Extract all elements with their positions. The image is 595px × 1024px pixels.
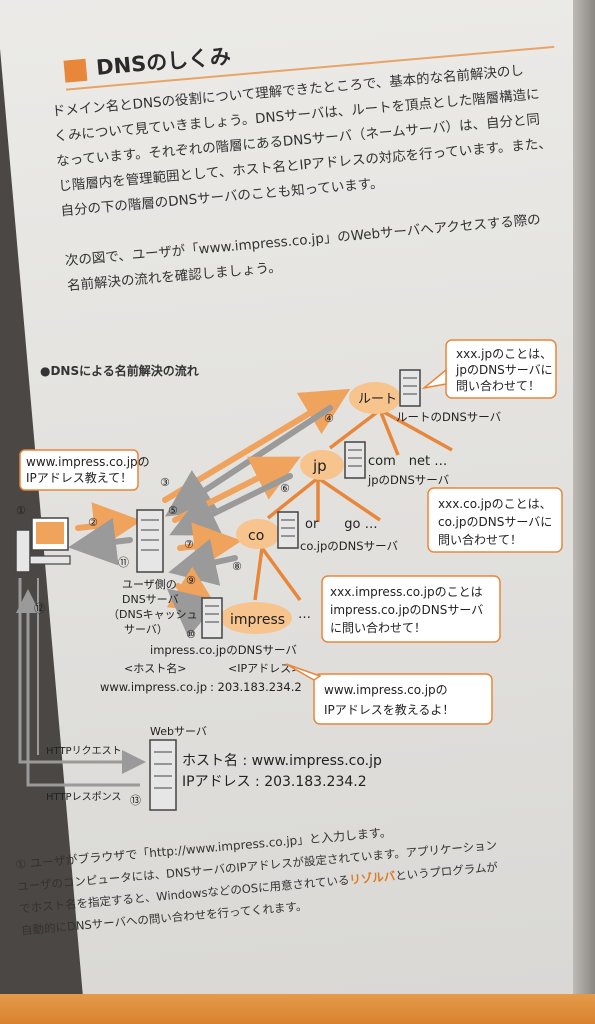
bubble-line: xxx.impress.co.jpのことは bbox=[330, 585, 483, 599]
http-request-label: HTTPリクエスト bbox=[46, 745, 122, 757]
step-number: ④ bbox=[324, 412, 334, 425]
cache-server-label-line: サーバ） bbox=[124, 623, 168, 636]
step-number: ⑫ bbox=[34, 602, 45, 615]
query-arrows bbox=[68, 388, 351, 638]
web-server-ip: IPアドレス : 203.183.234.2 bbox=[182, 774, 367, 790]
bubble-line: IPアドレス教えて！ bbox=[26, 470, 132, 485]
co-siblings: or go … bbox=[305, 517, 378, 532]
root-node bbox=[349, 382, 401, 414]
server-icon bbox=[277, 511, 299, 549]
bubble-line: xxx.jpのことは、 bbox=[456, 347, 552, 361]
web-server-host: ホスト名 : www.impress.co.jp bbox=[182, 753, 382, 769]
page-edge bbox=[573, 0, 595, 1024]
ip-header: <IPアドレス> bbox=[228, 662, 300, 675]
step-number: ⑬ bbox=[130, 794, 141, 807]
root-server-label: ルートのDNSサーバ bbox=[396, 410, 502, 424]
cache-server-label-line: ユーザ側の bbox=[122, 578, 177, 591]
step-number: ③ bbox=[160, 476, 170, 489]
co-node-label: co bbox=[248, 528, 264, 544]
jp-server-label: jpのDNSサーバ bbox=[367, 473, 450, 487]
step-number: ⑦ bbox=[184, 538, 194, 551]
cache-server-label-line: DNSサーバ bbox=[122, 593, 179, 606]
server-icon bbox=[344, 441, 366, 479]
step-number: ⑥ bbox=[280, 482, 290, 495]
web-server-icon bbox=[149, 739, 177, 811]
bubble-line: www.impress.co.jpの bbox=[26, 455, 150, 469]
co-speech-bubble: xxx.impress.co.jpのことは impress.co.jpのDNSサ… bbox=[321, 575, 501, 643]
root-node-label: ルート bbox=[358, 392, 397, 407]
bubble-line: www.impress.co.jpの bbox=[324, 683, 448, 697]
jp-speech-bubble: xxx.co.jpのことは、 co.jpのDNSサーバに 問い合わせて！ bbox=[427, 487, 563, 553]
impress-server-label: impress.co.jpのDNSサーバ bbox=[150, 643, 297, 657]
step-number: ⑪ bbox=[118, 556, 129, 569]
step-number: ⑤ bbox=[168, 504, 178, 517]
co-server-label: co.jpのDNSサーバ bbox=[300, 539, 398, 553]
host-header: <ホスト名> bbox=[124, 661, 186, 675]
impress-node-label: impress bbox=[230, 612, 285, 628]
co-node bbox=[236, 519, 280, 549]
http-response-label: HTTPレスポンス bbox=[46, 791, 121, 803]
tree-lines bbox=[253, 408, 453, 602]
impress-node bbox=[220, 602, 292, 634]
bubble-line: 問い合わせて！ bbox=[456, 378, 540, 393]
host-value: www.impress.co.jp bbox=[100, 680, 207, 694]
ip-value: : 203.183.234.2 bbox=[210, 680, 302, 694]
resolver-highlight: リゾルバ bbox=[348, 868, 396, 887]
step-number: ② bbox=[88, 516, 98, 529]
server-icon bbox=[399, 369, 421, 407]
user-computer-icon bbox=[15, 517, 71, 573]
bottom-orange-band bbox=[0, 994, 595, 1024]
cache-server-label-line: （DNSキャッシュ bbox=[108, 608, 198, 621]
cache-server-icon bbox=[136, 509, 164, 573]
step-number: ⑨ bbox=[186, 574, 196, 587]
impress-siblings: … bbox=[298, 607, 311, 622]
jp-node bbox=[300, 450, 344, 480]
figure-title: ●DNSによる名前解決の流れ bbox=[40, 364, 199, 378]
bubble-line: impress.co.jpのDNSサーバ bbox=[330, 603, 483, 617]
web-server-title: Webサーバ bbox=[150, 725, 207, 738]
impress-speech-bubble: www.impress.co.jpの IPアドレスを教えるよ！ bbox=[285, 663, 493, 725]
http-lines bbox=[15, 578, 146, 787]
step-number: ⑩ bbox=[186, 628, 196, 641]
jp-node-label: jp bbox=[312, 457, 327, 475]
bubble-line: に問い合わせて！ bbox=[330, 620, 426, 635]
bubble-line: xxx.co.jpのことは、 bbox=[438, 497, 552, 511]
bubble-line: 問い合わせて！ bbox=[438, 532, 522, 547]
root-speech-bubble: xxx.jpのことは、 jpのDNSサーバに 問い合わせて！ bbox=[421, 339, 557, 399]
step-number: ⑧ bbox=[232, 560, 242, 573]
server-icon bbox=[201, 597, 223, 639]
step-number: ① bbox=[16, 504, 26, 517]
jp-siblings: com net … bbox=[368, 454, 447, 469]
user-speech-bubble: www.impress.co.jpの IPアドレス教えて！ bbox=[19, 449, 150, 491]
bubble-line: IPアドレスを教えるよ！ bbox=[324, 702, 454, 717]
footnote: ① ユーザがブラウザで「http://www.impress.co.jp」と入力… bbox=[14, 812, 501, 942]
bubble-line: jpのDNSサーバに bbox=[455, 363, 553, 377]
bubble-line: co.jpのDNSサーバに bbox=[438, 515, 552, 529]
